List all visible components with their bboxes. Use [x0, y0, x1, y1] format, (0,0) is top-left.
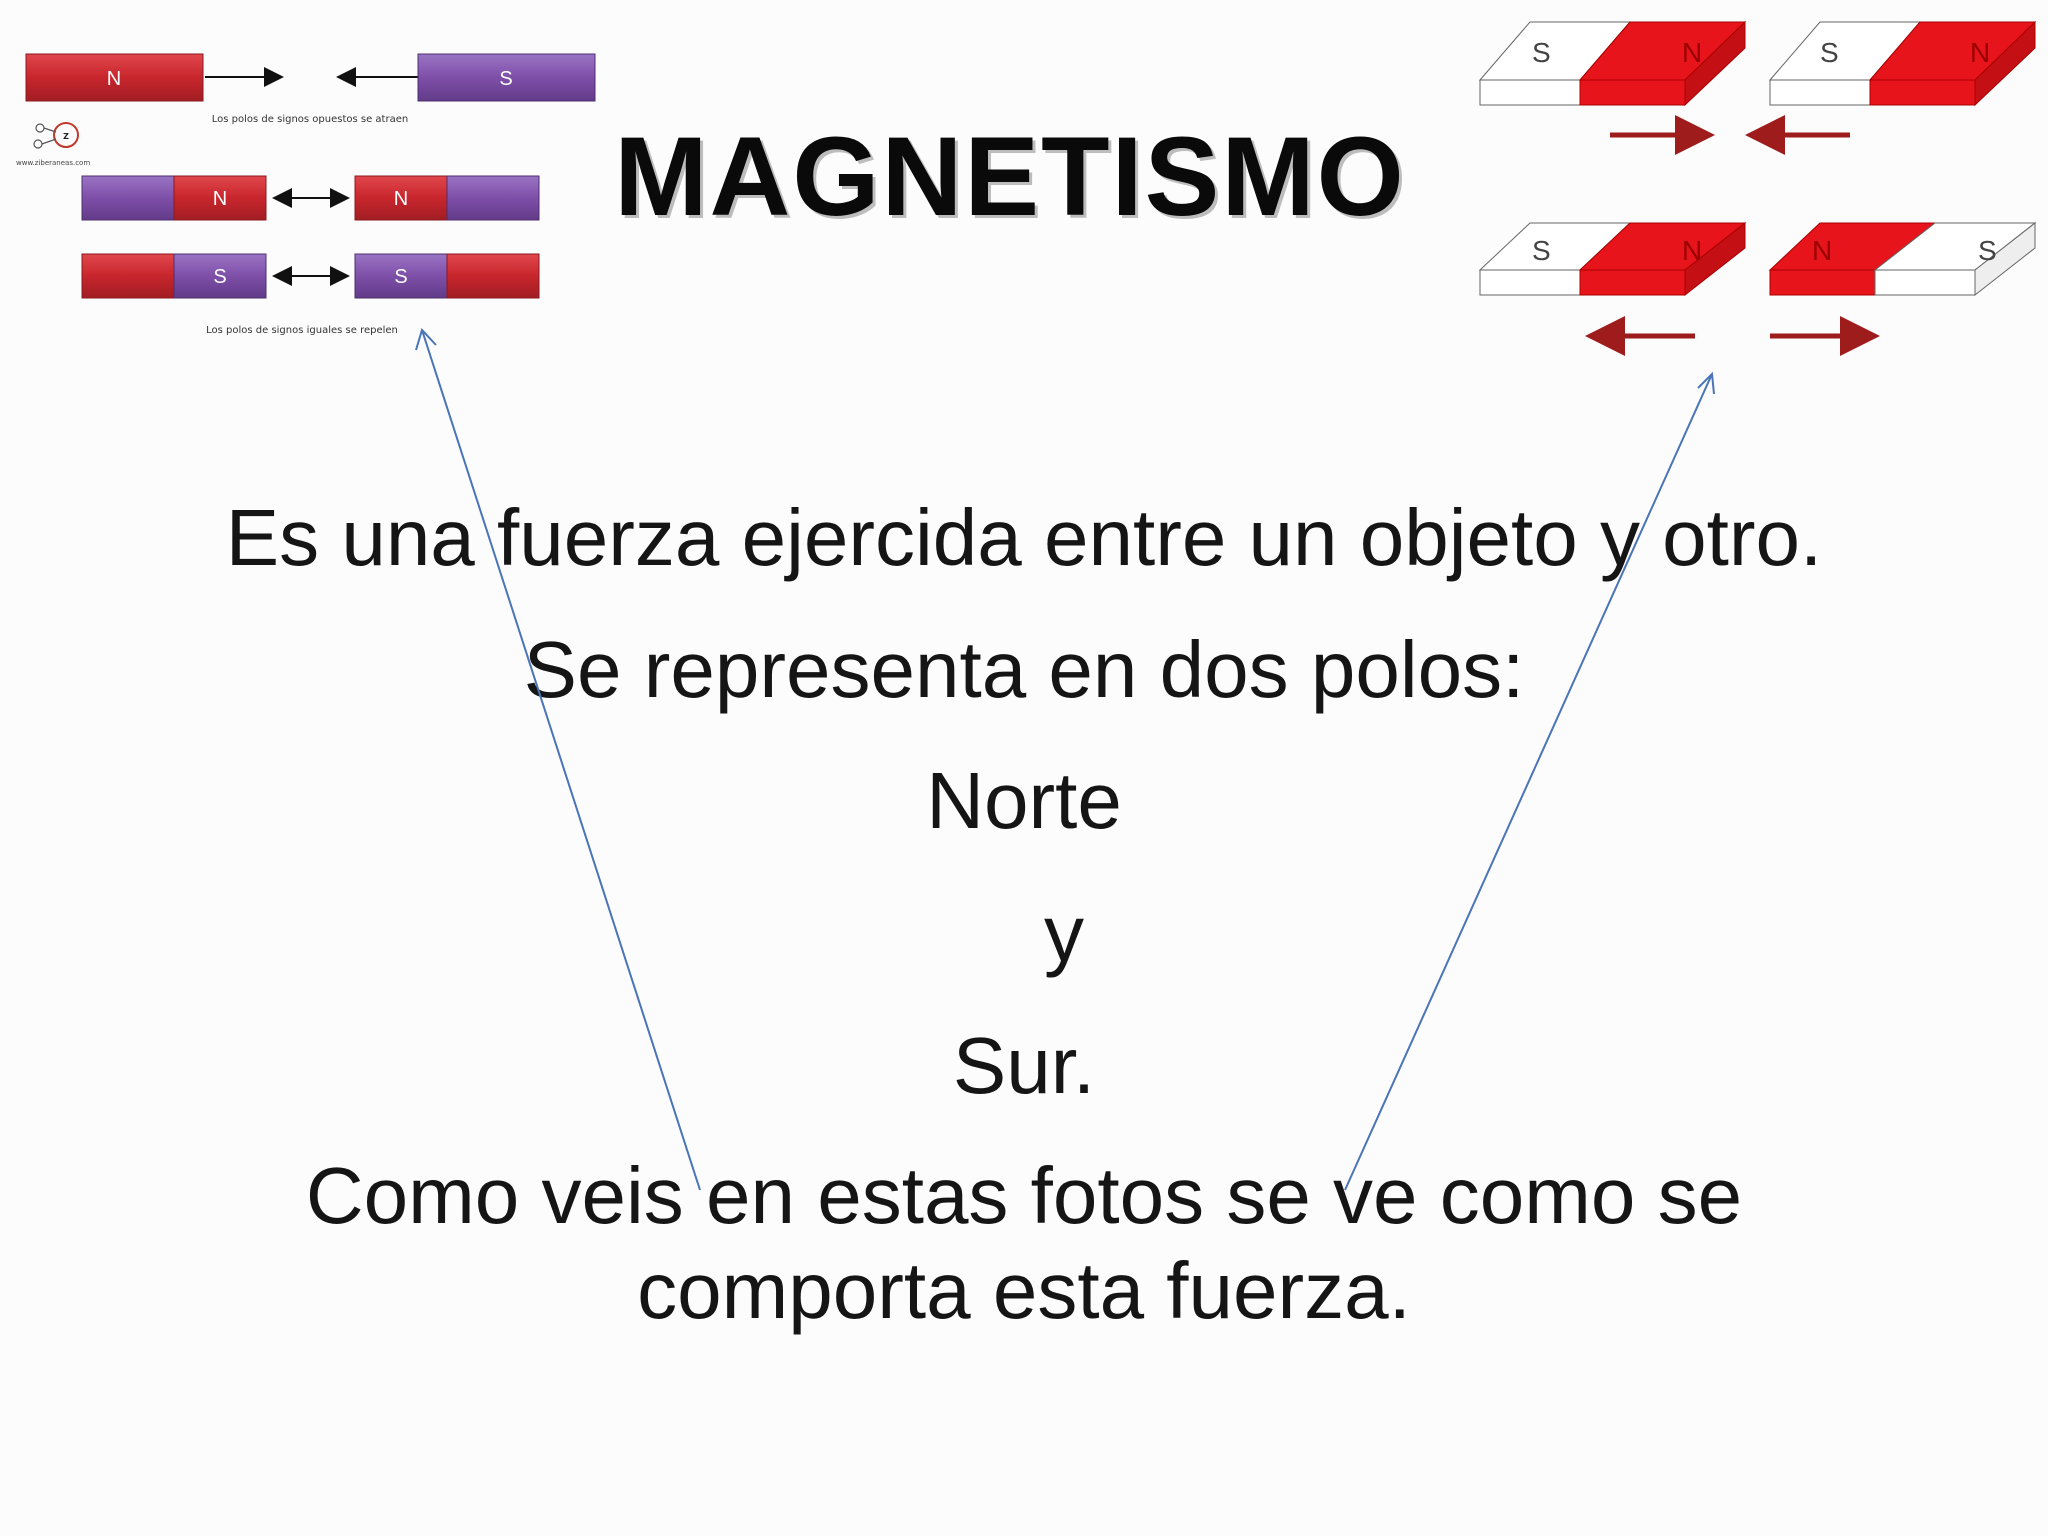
row-attract: N S [25, 53, 596, 102]
pole-label-s: S [1532, 235, 1551, 266]
caption-attract: Los polos de signos opuestos se atraen [212, 114, 408, 125]
site-url: www.ziberaneas.com [16, 159, 90, 167]
body-line-definition: Es una fuerza ejercida entre un objeto y… [225, 493, 1823, 582]
body-line-photos-1: Como veis en estas fotos se ve como se [305, 1151, 1743, 1240]
magnet-bottom-left: S N [1478, 221, 1747, 297]
pole-label-n: N [1682, 235, 1702, 266]
magnet-top-right: S N [1768, 20, 2037, 107]
pole-label-s: S [1820, 37, 1839, 68]
pole-label-n: N [107, 68, 121, 90]
magnet-n-bar [25, 53, 204, 102]
magnet-s-bar [417, 53, 596, 102]
body-line-photos-2: comporta esta fuerza. [637, 1246, 1411, 1335]
body-line-y: y [1044, 889, 1084, 978]
pole-label-s: S [1532, 37, 1551, 68]
row-repel-n: N N [81, 175, 540, 221]
magnet-bottom-right: N S [1768, 221, 2037, 297]
body-line-poles: Se representa en dos polos: [523, 625, 1525, 714]
bar-magnets-figure: N S Los polos de signos opuestos se atra… [16, 53, 596, 336]
svg-text:Z: Z [63, 132, 69, 141]
slide-title: MAGNETISMO [614, 114, 1406, 239]
row-repel-s: S S [81, 253, 540, 299]
pole-label-s-right: S [394, 266, 407, 288]
pole-label-s: S [1978, 235, 1997, 266]
pole-label-s-left: S [213, 266, 226, 288]
pole-label-n-right: N [394, 188, 408, 210]
body-line-sur: Sur. [952, 1021, 1096, 1110]
magnet-top-left: S N [1478, 20, 1747, 107]
body-line-norte: Norte [926, 756, 1122, 845]
pole-label-n: N [1682, 37, 1702, 68]
pole-label-n-left: N [213, 188, 227, 210]
caption-repel: Los polos de signos iguales se repelen [206, 325, 398, 336]
3d-magnets-figure: S N S N S N [1478, 20, 2037, 356]
pole-label-n: N [1812, 235, 1832, 266]
site-logo: Z [33, 122, 79, 149]
pole-label-n: N [1970, 37, 1990, 68]
pole-label-s: S [499, 68, 512, 90]
